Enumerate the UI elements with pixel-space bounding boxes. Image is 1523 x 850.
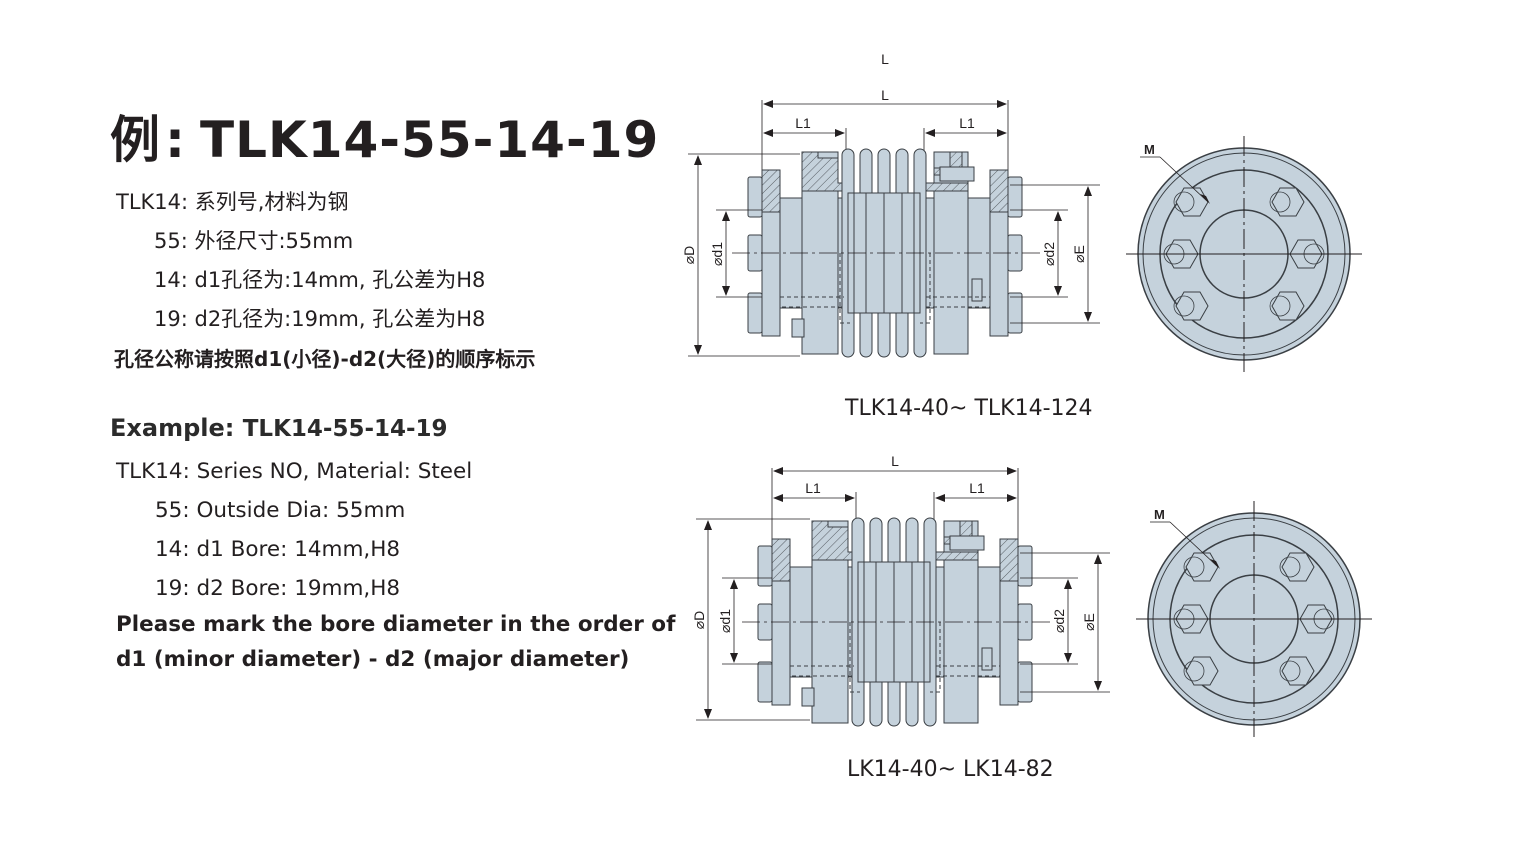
- cn-line-key: 19:: [154, 307, 188, 331]
- dim-d1: ⌀d1: [709, 242, 725, 266]
- en-line-outside-dia: 55: Outside Dia: 55mm: [155, 498, 405, 523]
- cn-line-value: 外径尺寸:55mm: [194, 229, 354, 253]
- en-line-value: d2 Bore: 19mm,H8: [196, 576, 401, 601]
- cn-title-prefix: 例: [110, 111, 161, 169]
- lk14-caption: LK14-40~ LK14-82: [847, 757, 1054, 782]
- tlk14-caption: TLK14-40~ TLK14-124: [845, 396, 1093, 421]
- lk14-end-view: M: [1135, 500, 1373, 738]
- en-line-value: Outside Dia: 55mm: [196, 498, 406, 523]
- en-line-key: 55:: [155, 498, 190, 523]
- en-note-line1: Please mark the bore diameter in the ord…: [116, 612, 676, 637]
- cn-line-d1: 14: d1孔径为:14mm, 孔公差为H8: [154, 264, 485, 294]
- en-line-key: 14:: [155, 537, 190, 562]
- en-line-key: TLK14:: [116, 459, 190, 484]
- dim-l: L: [891, 453, 899, 469]
- cn-line-key: 55:: [154, 229, 188, 253]
- en-example-title: Example: TLK14-55-14-19: [110, 414, 448, 442]
- dim-l1-left: L1: [795, 115, 811, 131]
- en-line-value: Series NO, Material: Steel: [196, 459, 473, 484]
- cn-line-value: d1孔径为:14mm, 孔公差为H8: [194, 268, 486, 292]
- cn-line-key: TLK14:: [116, 190, 189, 214]
- tlk14-side-drawing: L L L1 L1 ⌀D ⌀d1 ⌀d2 ⌀E: [681, 51, 1100, 358]
- dim-l1-right: L1: [959, 115, 975, 131]
- cn-line-outside-dia: 55: 外径尺寸:55mm: [154, 225, 353, 255]
- end-view-m-label: M: [1144, 142, 1155, 157]
- cn-title-sep: :: [165, 111, 186, 169]
- dim-e: ⌀E: [1071, 245, 1087, 263]
- en-title-prefix: Example:: [110, 414, 235, 442]
- en-line-key: 19:: [155, 576, 190, 601]
- dim-l1-left: L1: [805, 480, 821, 496]
- dim-e: ⌀E: [1081, 613, 1097, 631]
- cn-line-key: 14:: [154, 268, 188, 292]
- en-line-d2: 19: d2 Bore: 19mm,H8: [155, 576, 400, 601]
- en-title-code: TLK14-55-14-19: [242, 416, 448, 442]
- cn-example-title: 例:TLK14-55-14-19: [110, 100, 659, 172]
- cn-note: 孔径公称请按照d1(小径)-d2(大径)的顺序标示: [114, 347, 536, 371]
- en-note-line2: d1 (minor diameter) - d2 (major diameter…: [116, 647, 630, 672]
- dim-d: ⌀D: [681, 246, 697, 265]
- en-line-series: TLK14: Series NO, Material: Steel: [116, 459, 472, 484]
- lk14-side-drawing: L L1 L1 ⌀D ⌀d1 ⌀d2 ⌀E: [691, 453, 1110, 727]
- cn-line-value: d2孔径为:19mm, 孔公差为H8: [194, 307, 486, 331]
- en-line-value: d1 Bore: 14mm,H8: [196, 537, 401, 562]
- dim-l1-right: L1: [969, 480, 985, 496]
- end-view-m-label: M: [1154, 507, 1165, 522]
- dim-l: L: [881, 87, 889, 103]
- dim-d2: ⌀d2: [1041, 242, 1057, 266]
- dim-d: ⌀D: [691, 611, 707, 630]
- cn-line-d2: 19: d2孔径为:19mm, 孔公差为H8: [154, 303, 485, 333]
- cn-line-series: TLK14: 系列号,材料为钢: [116, 186, 348, 216]
- en-line-d1: 14: d1 Bore: 14mm,H8: [155, 537, 400, 562]
- dim-d2: ⌀d2: [1051, 609, 1067, 633]
- stray-l-label: L: [881, 51, 889, 67]
- dim-d1: ⌀d1: [717, 609, 733, 633]
- tlk14-end-view: M: [1125, 135, 1363, 373]
- cn-title-code: TLK14-55-14-19: [200, 111, 660, 169]
- cn-line-value: 系列号,材料为钢: [194, 190, 349, 214]
